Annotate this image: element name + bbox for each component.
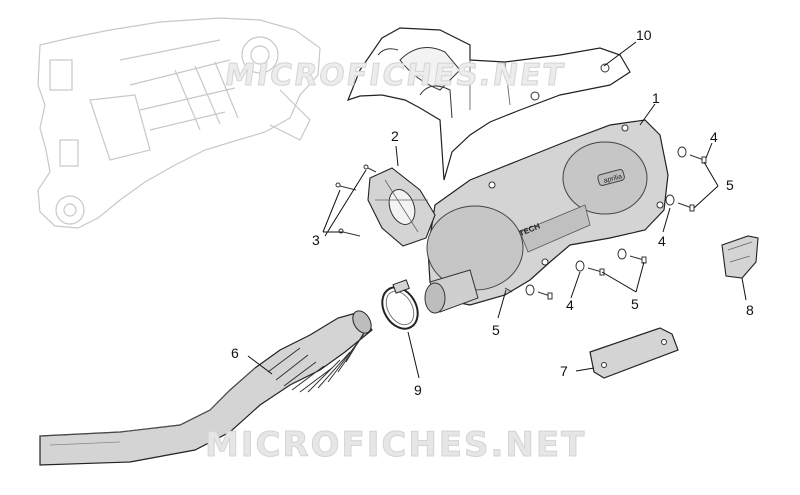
callout-4-top: 4 bbox=[710, 129, 718, 145]
callout-5-left: 5 bbox=[492, 322, 500, 338]
part-9-hose-clamp bbox=[381, 279, 419, 330]
watermark-top: MICROFICHES.NET bbox=[222, 58, 568, 94]
callout-4-middle: 4 bbox=[566, 297, 574, 313]
ghost-engine-case bbox=[37, 17, 321, 229]
part-8-bracket bbox=[721, 235, 759, 279]
callout-2: 2 bbox=[391, 128, 399, 144]
part-6-intake-duct bbox=[39, 310, 373, 466]
callout-6: 6 bbox=[231, 345, 239, 361]
part-2-filter-disc bbox=[367, 167, 436, 247]
callout-4-right: 4 bbox=[658, 233, 666, 249]
part-7-plate bbox=[589, 327, 679, 379]
callout-8: 8 bbox=[746, 302, 754, 318]
callout-10: 10 bbox=[636, 27, 652, 43]
callout-5-middle: 5 bbox=[631, 296, 639, 312]
part-10-upper-shroud bbox=[346, 27, 631, 181]
callout-7: 7 bbox=[560, 363, 568, 379]
watermark-bottom: MICROFICHES.NET bbox=[204, 425, 587, 466]
callout-3: 3 bbox=[312, 232, 320, 248]
callout-9: 9 bbox=[414, 382, 422, 398]
callout-1: 1 bbox=[652, 90, 660, 106]
leader-lines bbox=[247, 41, 747, 379]
callout-5-right: 5 bbox=[726, 177, 734, 193]
part-1-transmission-cover: aprilia TECH bbox=[424, 119, 669, 314]
part-3-screws bbox=[335, 164, 377, 237]
cover-brand-badge: aprilia bbox=[603, 173, 623, 185]
parts-4-5-fasteners bbox=[504, 146, 707, 300]
